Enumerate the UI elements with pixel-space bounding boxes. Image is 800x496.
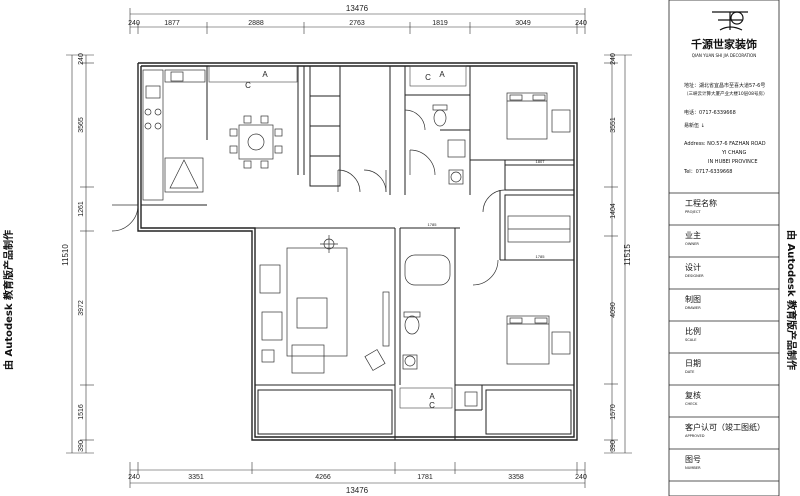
small-dim-2: 1807 [536, 159, 546, 164]
title-block-rows: 工程名称 PROJECT 业主 OWNER 设计 DESIGNER 制图 DRAWER 比例 SC… [669, 198, 779, 482]
title-block-row-label-cn: 比例 [685, 326, 701, 336]
title-block-row-label-en: SCALE [685, 338, 697, 342]
top-dim-3: 2888 [248, 20, 264, 27]
interior-walls [141, 65, 575, 440]
top-dimension-lines [129, 8, 586, 34]
watermark-right: 由 Autodesk 教育版产品制作 [785, 230, 798, 370]
left-dim-5: 1516 [78, 404, 85, 420]
left-dim-3: 1261 [78, 201, 85, 217]
door-swings [111, 109, 506, 286]
top-dim-7: 240 [575, 20, 587, 27]
company-logo-icon [712, 11, 748, 31]
left-dim-1: 240 [78, 53, 85, 65]
title-block-row-label-cn: 工程名称 [685, 198, 717, 208]
section-mark-2-c: C [425, 73, 431, 82]
bottom-dimension-lines [129, 462, 586, 488]
phone-en: Tel：0717-6339668 [683, 169, 732, 175]
exterior-walls [137, 62, 578, 441]
title-block-row-label-cn: 日期 [685, 359, 701, 368]
top-dim-1: 240 [128, 20, 140, 27]
title-block-row-label-cn: 业主 [685, 230, 701, 240]
small-dim-3: 1785 [536, 254, 546, 259]
bottom-dim-5: 3358 [508, 474, 524, 481]
right-dim-6: 390 [610, 440, 617, 452]
section-mark-1-a: A [262, 70, 268, 79]
overall-width-top: 13476 [346, 4, 369, 13]
manager-line: 易新伍 ↓ [684, 122, 705, 129]
address-cn-2: （三峡云计算大厦产业大楼10层08号房） [684, 90, 767, 97]
bottom-dim-1: 240 [128, 474, 140, 481]
top-dim-5: 1819 [432, 20, 448, 27]
right-dim-4: 4090 [610, 302, 617, 318]
left-dim-6: 390 [78, 440, 85, 452]
title-block-row-label-en: DRAWER [685, 306, 701, 310]
right-dim-2: 3551 [610, 117, 617, 133]
title-block-row-label-en: APPROVED [685, 434, 705, 438]
right-dim-5: 1570 [610, 404, 617, 420]
address-en-2: YI CHANG [721, 150, 747, 156]
bottom-dim-2: 3351 [188, 474, 204, 481]
left-dim-4: 3972 [78, 300, 85, 316]
title-block-row-label-en: PROJECT [685, 210, 701, 214]
title-block-row-label-cn: 图号 [685, 455, 701, 464]
right-dim-3: 1404 [610, 203, 617, 219]
overall-width-bottom: 13476 [346, 486, 369, 495]
section-mark-2-a: A [439, 70, 445, 79]
bottom-dim-3: 4266 [315, 474, 331, 481]
top-dim-6: 3049 [515, 20, 531, 27]
section-mark-3: A C [399, 387, 453, 410]
address-en-1: Address: NO.57-6 FAZHAN ROAD [684, 141, 766, 147]
title-block-row-label-cn: 客户认可（竣工图纸） [685, 422, 765, 432]
small-dim-1: 1785 [428, 222, 438, 227]
left-dim-2: 3565 [78, 117, 85, 133]
living-room-furniture [259, 235, 390, 374]
section-mark-3-a: A [429, 392, 435, 401]
title-block-row-label-cn: 复核 [685, 390, 701, 400]
title-block-row-label-en: DATE [685, 370, 695, 374]
top-dim-4: 2763 [349, 20, 365, 27]
title-block-frame [668, 0, 780, 496]
top-dim-2: 1877 [164, 20, 180, 27]
title-block-row-label-en: NUMBER [685, 466, 701, 470]
title-block-row-label-en: DESIGNER [685, 274, 704, 278]
section-mark-2: A C [409, 65, 467, 87]
bedroom-furniture [506, 92, 571, 365]
section-mark-1-c: C [245, 81, 251, 90]
title-block-row-label-cn: 制图 [685, 294, 701, 304]
left-dimension-lines [66, 54, 94, 454]
right-dimension-lines [604, 54, 632, 454]
watermark-left: 由 Autodesk 教育版产品制作 [2, 230, 15, 370]
bottom-dim-4: 1781 [417, 474, 433, 481]
left-total-dim: 11510 [61, 244, 70, 266]
section-mark-1: A C [208, 65, 298, 90]
right-total-dim: 11515 [623, 244, 632, 266]
dining-table [229, 115, 283, 169]
kitchen-fixtures [142, 69, 206, 201]
company-name-cn: 千源世家装饰 [691, 37, 757, 51]
section-mark-3-c: C [429, 401, 435, 410]
title-block-row-label-cn: 设计 [685, 262, 701, 272]
phone-cn: 电话：0717-6339668 [684, 109, 736, 116]
right-dim-1: 240 [610, 53, 617, 65]
bathroom-fixtures [402, 104, 478, 407]
company-name-en: QIAN YUAN SHI JIA DECORATION [692, 53, 756, 58]
address-en-3: IN HUBEI PROVINCE [708, 159, 758, 165]
bottom-dim-6: 240 [575, 474, 587, 481]
address-cn-1: 地址：湖北省宜昌市至喜大道57-6号 [684, 82, 765, 89]
title-block-row-label-en: OWNER [685, 242, 699, 246]
title-block-row-label-en: CHECK [685, 402, 698, 406]
